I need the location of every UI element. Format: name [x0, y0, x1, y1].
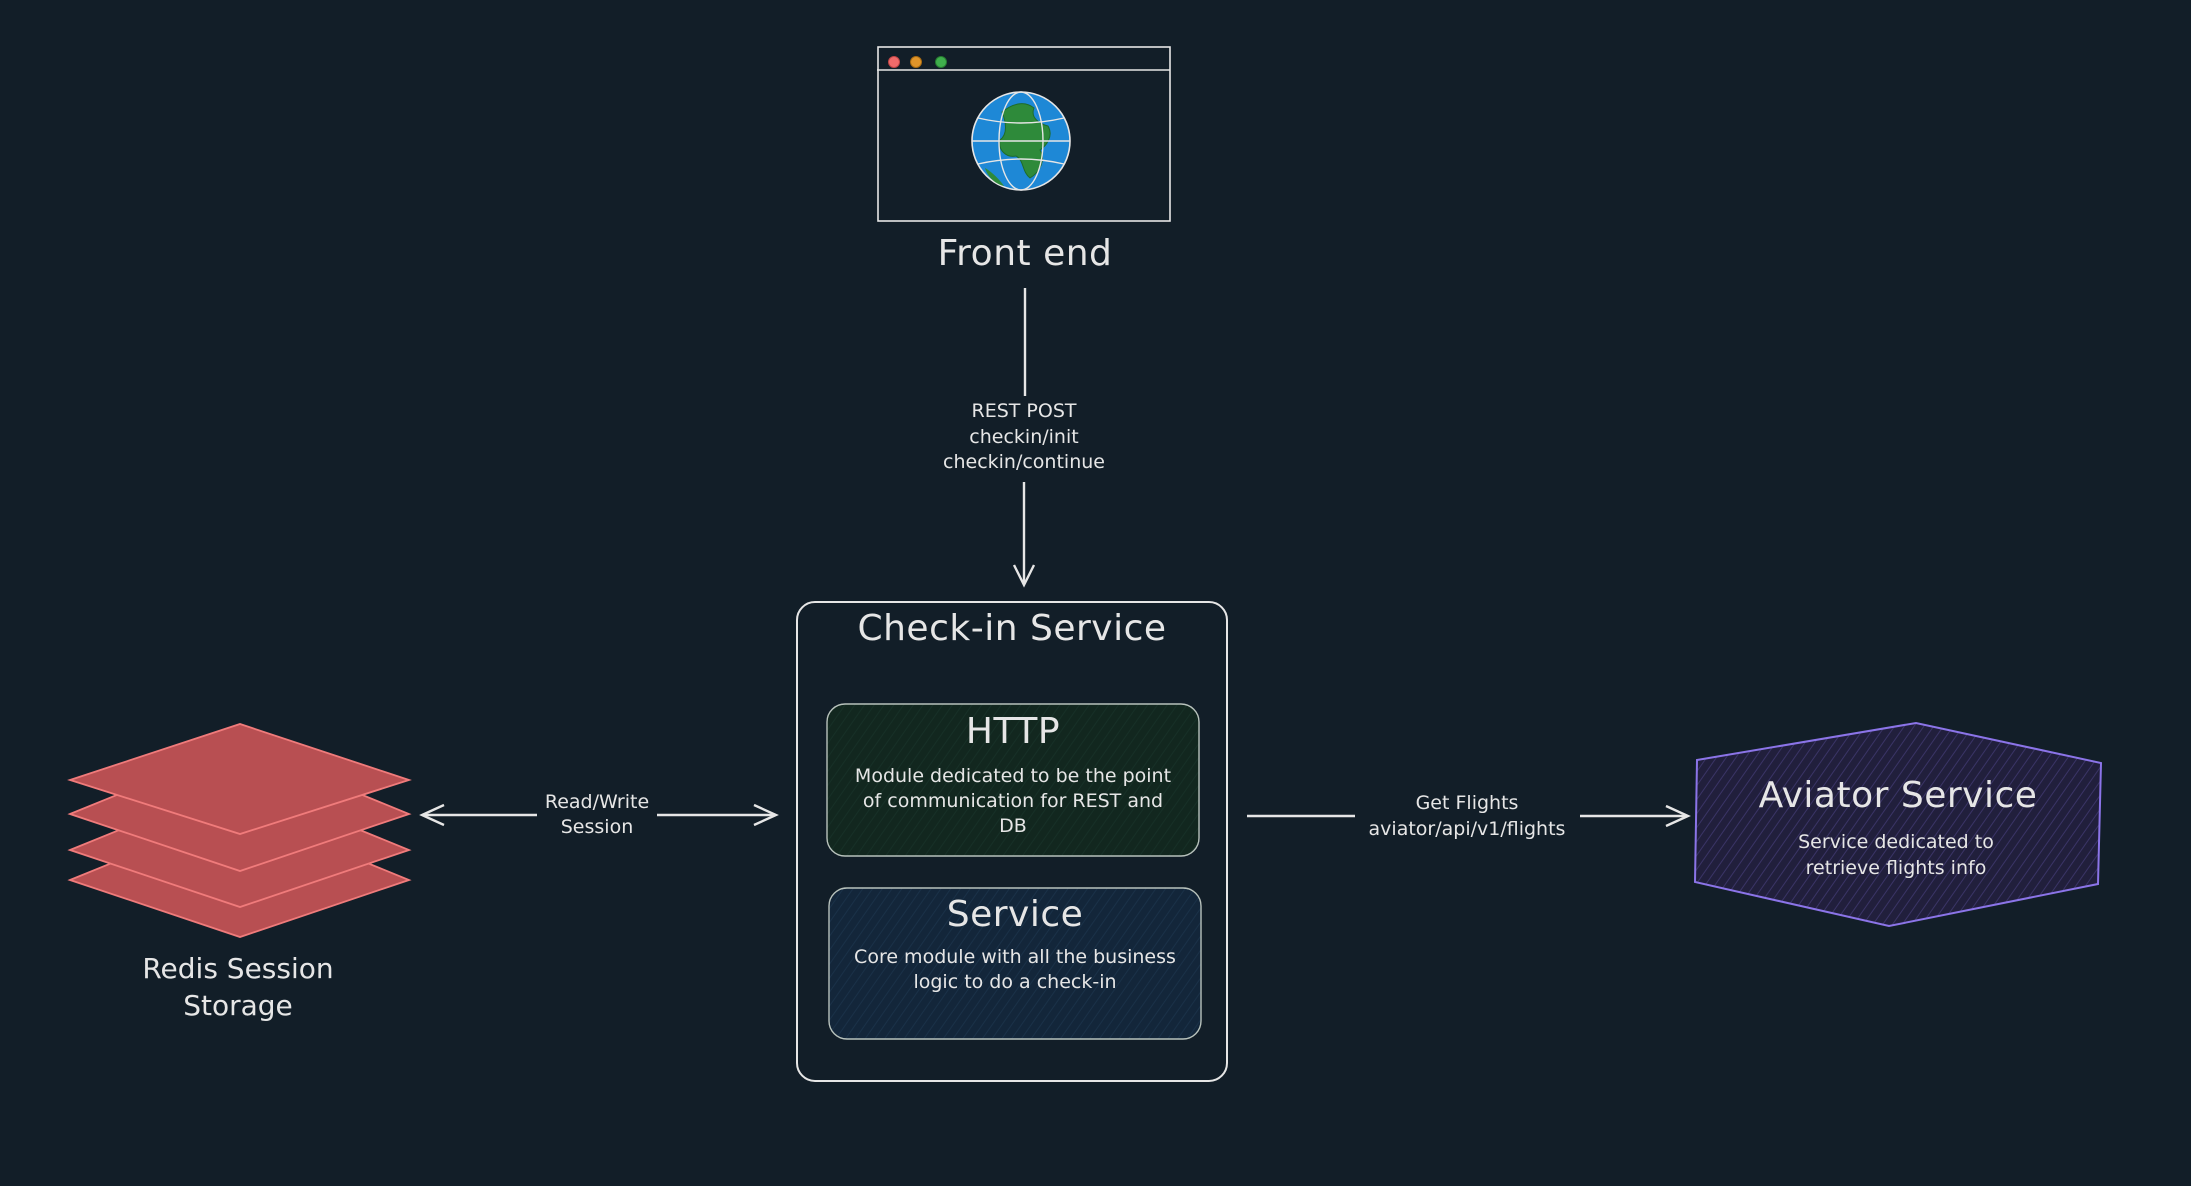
arrow-head-icon	[1012, 564, 1036, 588]
edge-label-line: Read/Write	[545, 791, 649, 813]
service-module: Service Core module with all the busines…	[828, 887, 1202, 1040]
arrow-head-icon	[753, 803, 779, 827]
aviator-service-desc-line: retrieve flights info	[1806, 857, 1987, 879]
edge-label-line: Get Flights	[1416, 792, 1519, 814]
http-module-desc-line: of communication for REST and	[863, 790, 1163, 812]
browser-window-icon	[877, 46, 1171, 222]
edge-label-line: checkin/init	[969, 426, 1078, 448]
layers-icon	[67, 723, 412, 938]
redis-label-line: Redis Session	[142, 952, 333, 985]
checkin-service-container: Check-in Service HTTP Module dedicated t…	[796, 601, 1228, 1082]
redis-label-line: Storage	[183, 989, 293, 1022]
service-module-desc-line: logic to do a check-in	[913, 971, 1116, 993]
frontend-label: Front end	[938, 233, 1113, 274]
edge-checkin-to-aviator: Get Flights aviator/api/v1/flights	[1247, 792, 1691, 840]
arrow-head-icon	[419, 803, 445, 827]
service-module-title: Service	[947, 894, 1084, 935]
service-module-desc-line: Core module with all the business	[854, 946, 1176, 968]
edge-frontend-to-checkin: REST POST checkin/init checkin/continue	[943, 288, 1105, 588]
globe-icon	[971, 91, 1071, 191]
edge-label-line: aviator/api/v1/flights	[1369, 818, 1566, 840]
http-module-desc-line: DB	[999, 815, 1027, 837]
checkin-service-title: Check-in Service	[857, 608, 1166, 649]
edge-label-line: Session	[561, 816, 634, 838]
http-module: HTTP Module dedicated to be the point of…	[826, 703, 1200, 857]
frontend-node: Front end	[877, 46, 1171, 274]
http-module-desc-line: Module dedicated to be the point	[855, 765, 1171, 787]
arrow-head-icon	[1665, 804, 1691, 828]
aviator-service-title: Aviator Service	[1759, 775, 2038, 816]
aviator-service-desc-line: Service dedicated to	[1798, 831, 1994, 853]
aviator-service-node: Aviator Service Service dedicated to ret…	[1693, 721, 2103, 928]
redis-node: Redis Session Storage	[67, 723, 412, 1022]
edge-label-line: checkin/continue	[943, 451, 1105, 473]
http-module-title: HTTP	[966, 711, 1060, 752]
edge-label-line: REST POST	[972, 400, 1077, 422]
edge-redis-checkin: Read/Write Session	[419, 791, 779, 838]
